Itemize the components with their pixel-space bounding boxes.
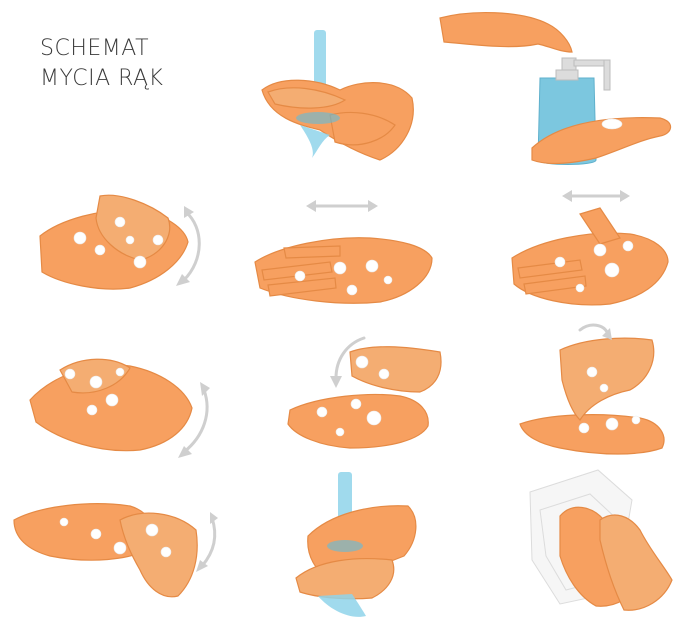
fingertips-in-palm-icon [520, 325, 664, 454]
dry-with-towel-icon [530, 470, 672, 610]
hands-under-water-icon [262, 30, 413, 160]
thumb-rotation-icon [14, 504, 218, 597]
rinse-hands-icon [296, 472, 416, 617]
interlaced-fingers-back-right-icon [512, 190, 668, 305]
soap-dispenser-icon [440, 13, 671, 165]
rub-palms-icon [40, 195, 199, 289]
backs-of-fingers-icon [288, 338, 441, 448]
interlaced-fingers-back-left-icon [255, 200, 432, 303]
palm-to-palm-fingers-icon [30, 359, 210, 458]
